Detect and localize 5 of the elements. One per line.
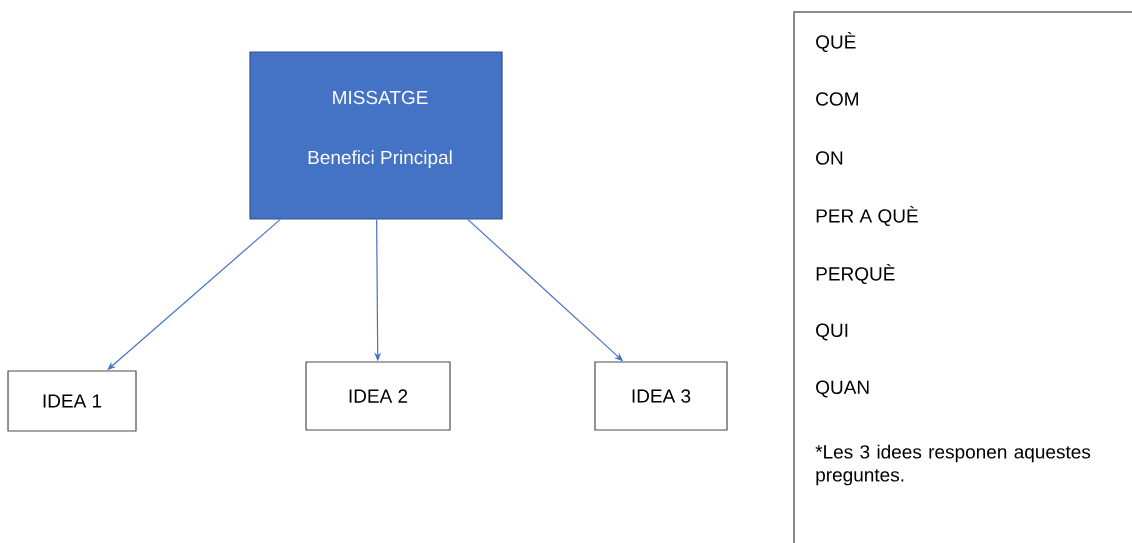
- idea-box: IDEA 1: [7, 370, 137, 432]
- question-panel: QUÈ COM ON PER A QUÈ PERQUÈ QUI QUAN *Les 3 idees responen aquestes preguntes.: [793, 11, 1132, 543]
- message-box: MISSATGE Benefici Principal: [249, 51, 503, 220]
- idea-box: IDEA 2: [305, 361, 451, 431]
- idea-box: IDEA 3: [594, 361, 728, 431]
